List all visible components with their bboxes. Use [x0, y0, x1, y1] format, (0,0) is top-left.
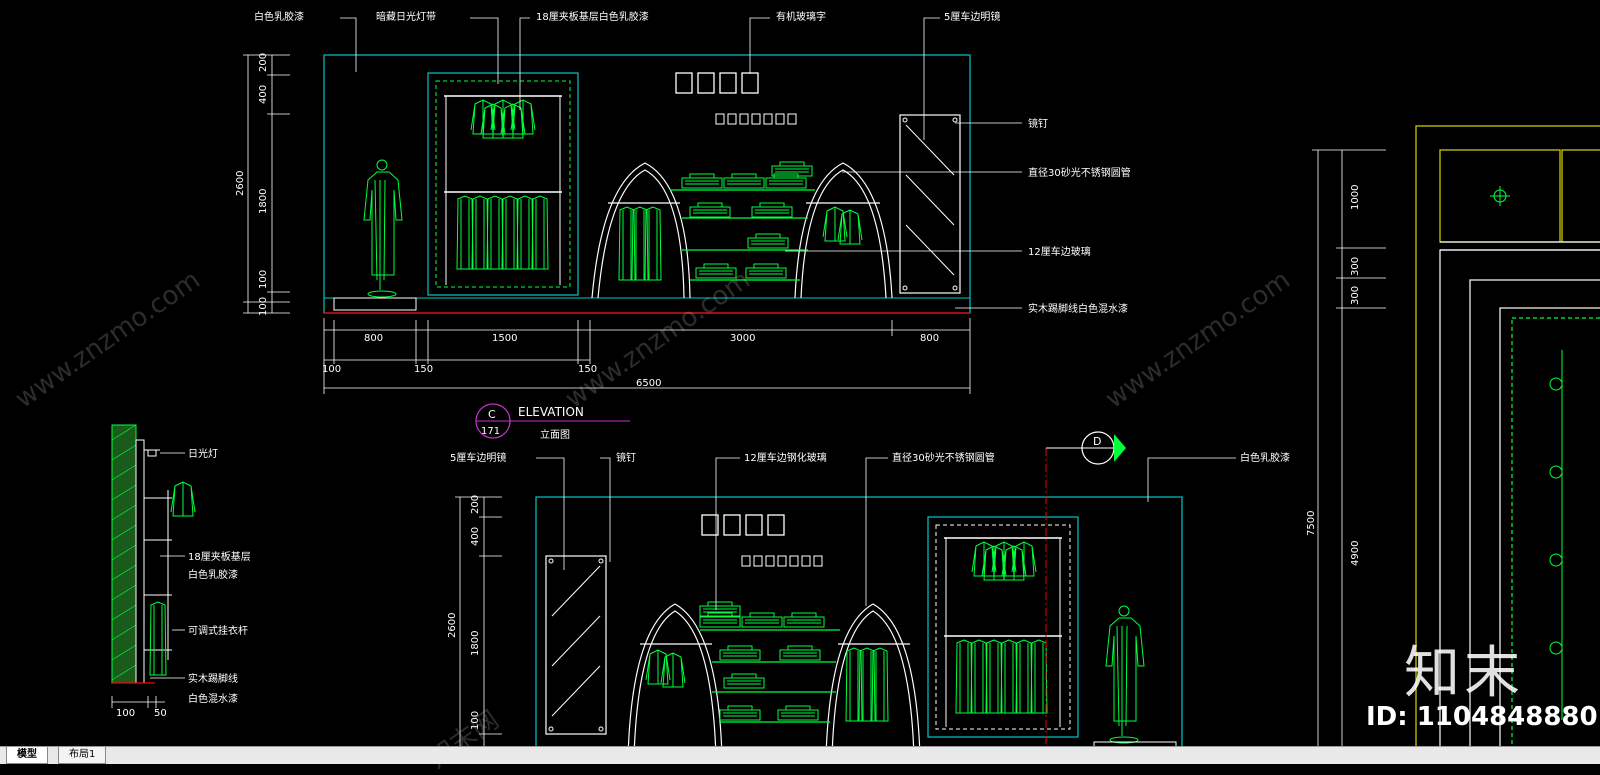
label-side-board-2: 白色乳胶漆 — [188, 568, 238, 581]
label-edge-glass: 12厘车边玻璃 — [1028, 245, 1091, 258]
label-bottom-white-latex: 白色乳胶漆 — [1240, 451, 1290, 464]
right-vdim-1000: 1000 — [1350, 185, 1361, 210]
right-vdim-300a: 300 — [1350, 257, 1361, 276]
top-hanging-panel — [427, 72, 579, 296]
right-crosshair-icon — [1490, 186, 1510, 206]
right-vdim-4900: 4900 — [1350, 541, 1361, 566]
top-horizontal-dims — [323, 318, 971, 394]
tag-title: ELEVATION — [518, 405, 584, 419]
tag-number: 171 — [481, 426, 500, 437]
bottom-folded-clothes — [699, 601, 825, 721]
bottom-mirror — [545, 555, 607, 735]
bottom-leaders — [536, 457, 1236, 610]
right-wall-hooks — [1549, 350, 1563, 720]
top-hdim-800a: 800 — [364, 333, 383, 344]
label-board-white: 18厘夹板基层白色乳胶漆 — [536, 10, 649, 23]
bottom-vdim-400: 400 — [470, 527, 481, 546]
top-mannequin — [333, 159, 417, 311]
label-acrylic-glass: 有机玻璃字 — [776, 10, 826, 23]
side-section: 日光灯 18厘夹板基层 白色乳胶漆 可调式挂衣杆 实木踢脚线 白色混水漆 100… — [111, 424, 251, 719]
top-hdim-150a: 150 — [414, 364, 433, 375]
label-skirting: 实木踢脚线白色混水漆 — [1028, 302, 1128, 315]
bottom-hanging-panel — [927, 516, 1079, 738]
label-side-skirting-1: 实木踢脚线 — [188, 672, 238, 685]
label-fluorescent: 日光灯 — [188, 447, 218, 460]
label-hidden-light: 暗藏日光灯带 — [376, 10, 436, 23]
bottom-vdim-200: 200 — [470, 495, 481, 514]
top-vdim-400: 400 — [258, 85, 269, 104]
label-steel-pipe: 直径30砂光不锈钢圆管 — [1028, 166, 1131, 179]
top-hdim-100: 100 — [322, 364, 341, 375]
label-mirror-nail: 镜钉 — [1028, 117, 1048, 130]
side-dim-50: 50 — [154, 708, 167, 719]
side-dim-100: 100 — [116, 708, 135, 719]
top-hdim-150b: 150 — [578, 364, 597, 375]
bottom-acrylic-letters — [701, 514, 823, 567]
top-elevation: 白色乳胶漆 暗藏日光灯带 18厘夹板基层白色乳胶漆 有机玻璃字 5厘车边明镜 镜… — [235, 10, 1131, 394]
top-leaders — [340, 17, 1022, 309]
top-hdim-3000: 3000 — [730, 333, 755, 344]
top-arched-shelves — [591, 162, 893, 299]
label-bottom-steel-pipe: 直径30砂光不锈钢圆管 — [892, 451, 995, 464]
top-vdim-100b: 100 — [258, 297, 269, 316]
top-vdim-200: 200 — [258, 53, 269, 72]
tab-model[interactable]: 模型 — [6, 747, 48, 764]
label-bottom-mirror-nail: 镜钉 — [616, 451, 636, 464]
top-vdim-2600: 2600 — [235, 171, 246, 196]
label-side-skirting-2: 白色混水漆 — [188, 692, 238, 705]
tag-letter: C — [488, 408, 496, 421]
bottom-vdim-100: 100 — [470, 711, 481, 730]
label-mirror: 5厘车边明镜 — [944, 10, 1000, 23]
bottom-arched-shelves — [627, 603, 921, 758]
watermark-id: ID: 1104848880 — [1366, 702, 1598, 732]
top-vertical-dims — [243, 54, 290, 314]
bottom-vdim-2600: 2600 — [447, 613, 458, 638]
tag-subtitle: 立面图 — [540, 428, 570, 441]
watermark-logo: 知末 — [1404, 641, 1524, 706]
bottom-arch-hanging — [645, 647, 889, 722]
bottom-vertical-dims — [455, 496, 502, 757]
top-hdim-1500: 1500 — [492, 333, 517, 344]
top-wall-frame — [323, 54, 971, 314]
top-hdim-800b: 800 — [920, 333, 939, 344]
top-folded-clothes — [681, 161, 813, 279]
top-vdim-1800: 1800 — [258, 189, 269, 214]
right-vdim-300b: 300 — [1350, 286, 1361, 305]
top-vdim-100a: 100 — [258, 270, 269, 289]
label-side-board-1: 18厘夹板基层 — [188, 550, 251, 563]
tab-layout1[interactable]: 布局1 — [58, 747, 107, 764]
layout-tab-bar: 模型 布局1 — [0, 746, 1600, 764]
top-hdim-total: 6500 — [636, 378, 661, 389]
elevation-tag: C 171 ELEVATION 立面图 — [475, 403, 630, 441]
bottom-vdim-1800: 1800 — [470, 631, 481, 656]
top-acrylic-letters — [675, 72, 797, 125]
bottom-elevation: D 5厘车边明镜 镜钉 12厘车边钢化玻璃 直径30砂光不锈钢圆管 白色乳胶漆 … — [447, 431, 1290, 758]
bottom-mannequin — [1093, 605, 1177, 755]
label-bottom-tempered-glass: 12厘车边钢化玻璃 — [744, 451, 827, 464]
section-marker-d: D — [1045, 431, 1126, 757]
section-marker-letter: D — [1093, 435, 1101, 448]
right-vdim-7500: 7500 — [1306, 511, 1317, 536]
right-elevation: 1000 300 300 7500 4900 — [1306, 125, 1600, 763]
label-bottom-mirror: 5厘车边明镜 — [450, 451, 506, 464]
label-adjustable-rod: 可调式挂衣杆 — [188, 624, 248, 637]
top-mirror — [899, 114, 961, 294]
label-white-latex: 白色乳胶漆 — [254, 10, 304, 23]
